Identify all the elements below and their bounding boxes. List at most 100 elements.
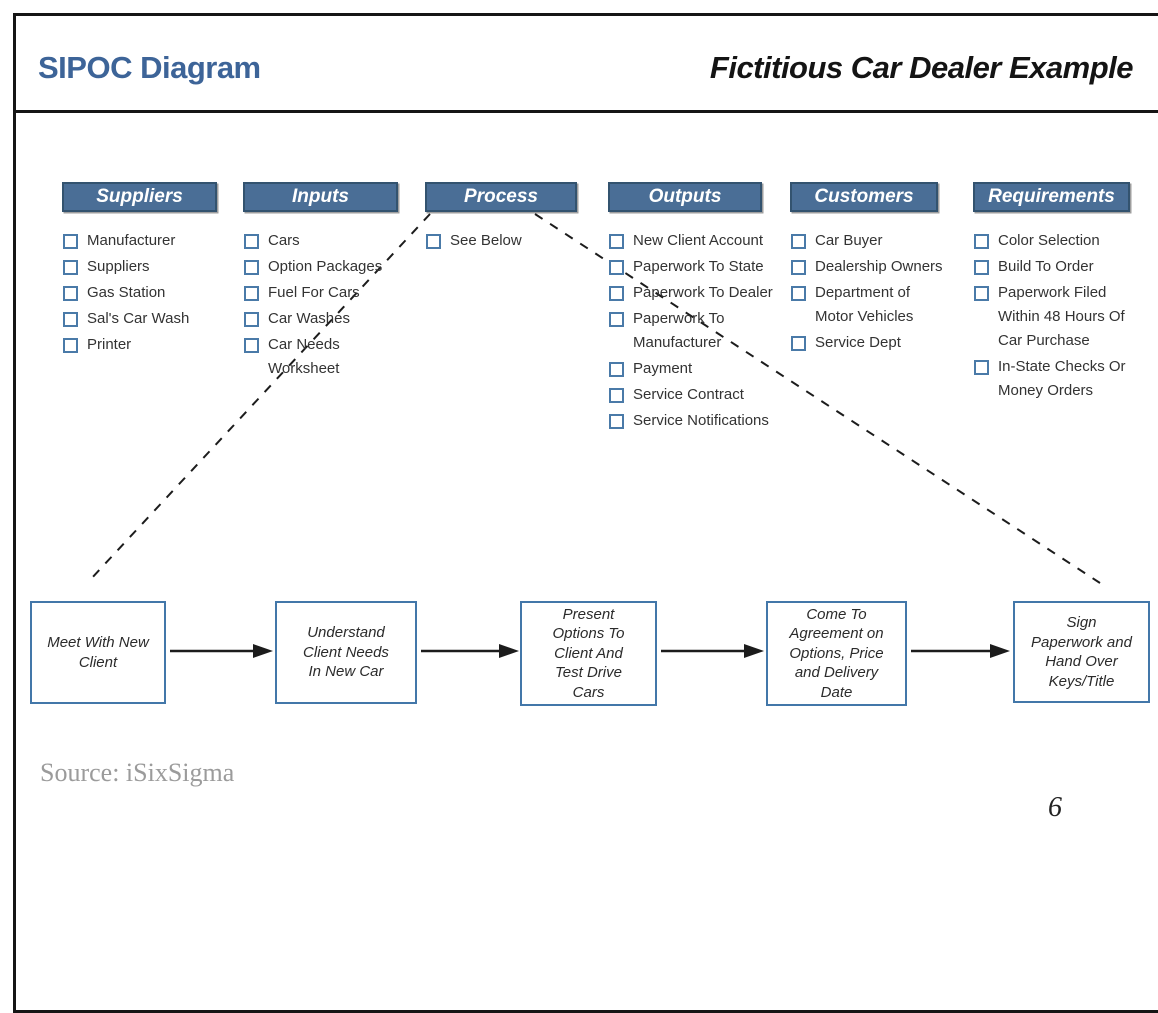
empty-checkbox-icon [63,338,78,353]
column-header-inputs: Inputs [243,182,398,212]
process-step-line: Options To [552,625,625,643]
list-item-label: Dealership Owners [815,255,943,279]
list-item-label: Paperwork To Dealer [633,281,773,305]
process-step-line: Sign [1066,614,1097,631]
list-item-line: Within 48 Hours Of [998,308,1125,325]
empty-checkbox-icon [974,360,989,375]
column-header-requirements: Requirements [973,182,1130,212]
slide-subtitle: Fictitious Car Dealer Example [709,50,1134,85]
list-item: Car Needs Worksheet [243,333,415,381]
empty-checkbox-icon [791,286,806,301]
page-title: SIPOC Diagram [38,50,261,85]
empty-checkbox-icon [426,234,441,249]
list-item: Car Washes [243,307,415,331]
flow-arrow-4 [911,644,1010,658]
list-item-line: Dealership Owners [815,258,943,275]
empty-checkbox-icon [63,234,78,249]
list-item-label: Sal's Car Wash [87,307,189,331]
list-item-label: Paperwork To Manufacturer [633,307,724,355]
list-item-label: Service Notifications [633,409,769,433]
empty-checkbox-icon [609,414,624,429]
empty-checkbox-icon [791,336,806,351]
list-item-line: Paperwork To State [633,258,764,275]
empty-checkbox-icon [63,312,78,327]
process-step-line: Understand [307,624,385,642]
list-item-line: Car Buyer [815,232,883,249]
list-item-line: Service Dept [815,334,901,351]
list-item-label: Fuel For Cars [268,281,360,305]
list-item-line: Car Washes [268,310,350,327]
list-item: Build To Order [973,255,1135,279]
list-item-line: Service Contract [633,386,744,403]
empty-checkbox-icon [244,312,259,327]
list-item-label: Service Dept [815,331,901,355]
empty-checkbox-icon [974,260,989,275]
process-step-line: Options, Price [789,644,884,662]
list-item: Paperwork To Dealer [608,281,783,305]
process-step-line: Client [78,653,118,671]
list-item-line: Payment [633,360,693,377]
list-item: New Client Account [608,229,783,253]
empty-checkbox-icon [244,338,259,353]
list-item-line: In-State Checks Or [998,358,1126,375]
process-step-line: and Delivery [794,664,879,682]
list-item-line: Manufacturer [633,334,722,351]
process-step-line: Hand Over [1045,653,1118,670]
list-item: Paperwork To Manufacturer [608,307,783,355]
flow-arrow-2 [421,644,519,658]
list-item-label: Color Selection [998,229,1100,253]
list-item-line: Money Orders [998,382,1094,399]
process-step-line: Meet With New [47,634,149,651]
title-divider-line [13,110,1158,113]
list-item-line: Car Purchase [998,332,1090,349]
list-item-line: Department of [815,284,911,301]
list-item-line: Cars [268,232,300,249]
list-item-line: Printer [87,336,132,353]
list-item: Cars [243,229,415,253]
empty-checkbox-icon [974,286,989,301]
list-item-line: Sal's Car Wash [87,310,190,327]
list-item-label: Service Contract [633,383,744,407]
list-item: Fuel For Cars [243,281,415,305]
column-header-customers: Customers [790,182,938,212]
list-item-label: New Client Account [633,229,763,253]
list-item-line: Paperwork To [633,310,725,327]
list-item-label: Car Buyer [815,229,883,253]
list-item: In-State Checks Or Money Orders [973,355,1135,403]
list-item-line: Color Selection [998,232,1100,249]
flow-arrow-3 [661,644,764,658]
list-item-line: New Client Account [633,232,764,249]
empty-checkbox-icon [609,388,624,403]
list-item: Sal's Car Wash [62,307,232,331]
list-item-line: Build To Order [998,258,1094,275]
process-step-line: Test Drive [555,664,622,682]
slide-border [13,13,1158,1013]
process-step-line: Agreement on [789,625,884,643]
list-item: Service Notifications [608,409,783,433]
list-item-label: Build To Order [998,255,1094,279]
process-step-line: Client Needs [303,643,389,661]
list-item-label: Payment [633,357,692,381]
list-item-line: Suppliers [87,258,150,275]
list-item-line: Service Notifications [633,412,769,429]
list-item-label: Paperwork To State [633,255,764,279]
list-item-label: Printer [87,333,131,357]
list-item: Color Selection [973,229,1135,253]
list-item-label: Car Washes [268,307,350,331]
empty-checkbox-icon [244,234,259,249]
